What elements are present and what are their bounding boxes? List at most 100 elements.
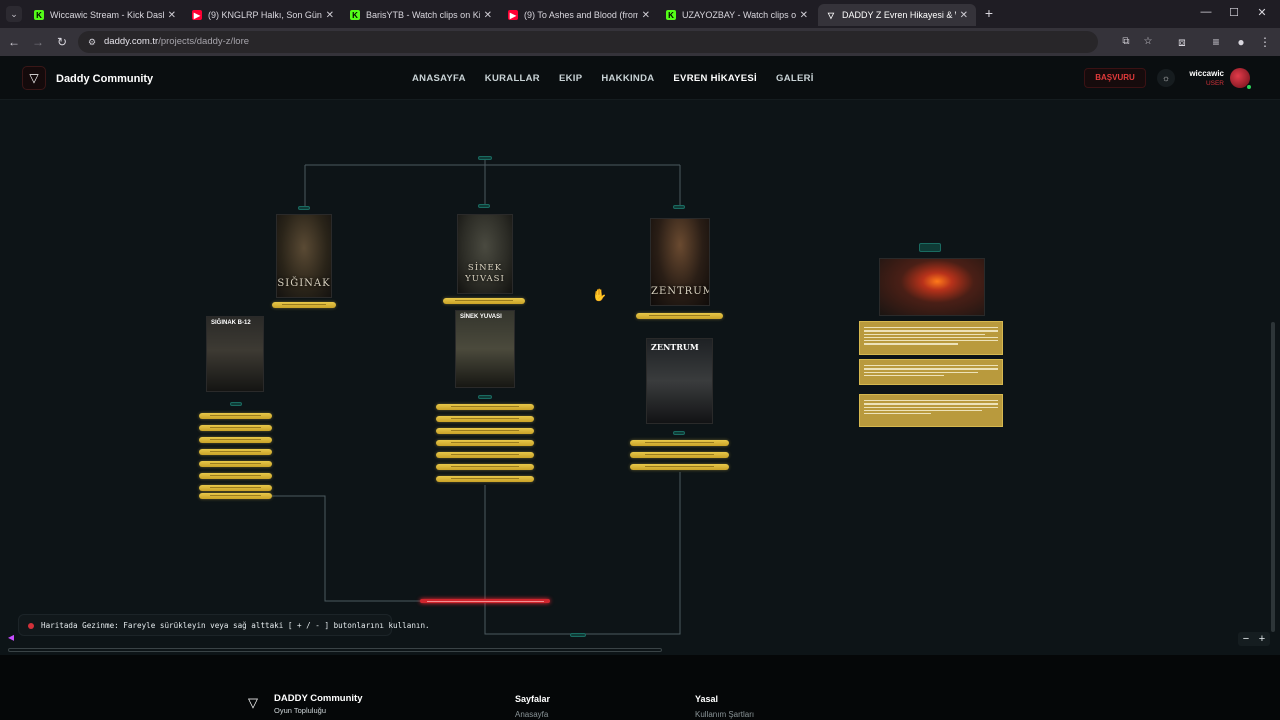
list-item[interactable] bbox=[199, 461, 272, 467]
browser-tab[interactable]: K UZAYOZBAY - Watch clips on Kick ✕ bbox=[658, 4, 816, 26]
lore-text-block[interactable] bbox=[859, 321, 1003, 355]
theme-toggle-sun-icon[interactable]: ☼ bbox=[1157, 69, 1175, 87]
vertical-scrollbar[interactable] bbox=[1271, 322, 1275, 632]
maximize-icon[interactable]: ☐ bbox=[1229, 7, 1239, 19]
browser-tab[interactable]: ▶ (9) To Ashes and Blood (from th... ✕ bbox=[500, 4, 658, 26]
list-item[interactable] bbox=[199, 449, 272, 455]
browser-tab[interactable]: K BarisYTB - Watch clips on Kick ✕ bbox=[342, 4, 500, 26]
node-tag[interactable] bbox=[673, 205, 685, 209]
list-item[interactable] bbox=[436, 416, 534, 422]
back-icon[interactable]: ← bbox=[8, 35, 20, 49]
lore-map-canvas[interactable]: SIĞINAK SİNEK YUVASI ZENTRUM SIĞINAK B-1… bbox=[0, 100, 1280, 655]
list-item[interactable] bbox=[436, 428, 534, 434]
nav-anasayfa[interactable]: ANASAYFA bbox=[412, 73, 466, 84]
node-tag[interactable] bbox=[298, 206, 310, 210]
install-app-icon[interactable]: ⧉ bbox=[1122, 36, 1130, 47]
lore-text-block[interactable] bbox=[859, 359, 1003, 385]
profile-icon[interactable]: ● bbox=[1237, 35, 1245, 49]
footer-link[interactable]: Kullanım Şartları bbox=[695, 710, 755, 719]
node-tag[interactable] bbox=[230, 402, 242, 406]
footer-legal-heading: Yasal bbox=[695, 694, 719, 704]
lore-text-block[interactable] bbox=[859, 394, 1003, 427]
close-window-icon[interactable]: ✕ bbox=[1257, 7, 1267, 19]
kick-icon: K bbox=[666, 10, 676, 20]
chevron-left-icon[interactable]: ◂ bbox=[8, 630, 15, 644]
zoom-controls: − + bbox=[1238, 632, 1270, 646]
close-tab-icon[interactable]: ✕ bbox=[167, 9, 176, 21]
poster-zentrum[interactable]: ZENTRUM bbox=[650, 218, 710, 306]
browser-tab[interactable]: K Wiccawic Stream - Kick Dashboard ✕ bbox=[26, 4, 184, 26]
reload-icon[interactable]: ↻ bbox=[56, 35, 68, 49]
label-bar[interactable] bbox=[443, 298, 525, 304]
label-bar[interactable] bbox=[272, 302, 336, 308]
bookmark-star-icon[interactable]: ☆ bbox=[1143, 36, 1153, 47]
list-item[interactable] bbox=[199, 473, 272, 479]
list-item[interactable] bbox=[199, 493, 272, 499]
event-node-label[interactable] bbox=[919, 243, 941, 252]
forward-icon[interactable]: → bbox=[32, 35, 44, 49]
youtube-icon: ▶ bbox=[192, 10, 202, 20]
list-item[interactable] bbox=[436, 452, 534, 458]
menu-kebab-icon[interactable]: ⋮ bbox=[1259, 35, 1271, 49]
list-item[interactable] bbox=[436, 440, 534, 446]
zoom-out-button[interactable]: − bbox=[1242, 633, 1250, 645]
footer-link[interactable]: Anasayfa bbox=[515, 710, 549, 719]
character-card-zentrum[interactable]: ZENTRUM bbox=[646, 338, 713, 424]
browser-tab-strip: ⌄ K Wiccawic Stream - Kick Dashboard ✕ ▶… bbox=[0, 0, 1280, 28]
tab-title: Wiccawic Stream - Kick Dashboard bbox=[50, 10, 164, 20]
list-item[interactable] bbox=[630, 440, 729, 446]
close-tab-icon[interactable]: ✕ bbox=[959, 9, 968, 21]
label-bar[interactable] bbox=[636, 313, 723, 319]
close-tab-icon[interactable]: ✕ bbox=[641, 9, 650, 21]
list-item[interactable] bbox=[199, 485, 272, 491]
zoom-in-button[interactable]: + bbox=[1258, 633, 1266, 645]
eruption-image[interactable] bbox=[879, 258, 985, 316]
poster-sinek-yuvasi[interactable]: SİNEK YUVASI bbox=[457, 214, 513, 294]
poster-siginak[interactable]: SIĞINAK bbox=[276, 214, 332, 298]
url-path: /projects/daddy-z/lore bbox=[158, 36, 250, 47]
poster-title: ZENTRUM bbox=[651, 286, 710, 297]
node-tag[interactable] bbox=[673, 431, 685, 435]
nav-hakkinda[interactable]: HAKKINDA bbox=[601, 73, 655, 84]
browser-tab-active[interactable]: ▽ DADDY Z Evren Hikayesi & Wh... ✕ bbox=[818, 4, 976, 26]
list-item[interactable] bbox=[199, 437, 272, 443]
list-item[interactable] bbox=[436, 464, 534, 470]
avatar[interactable] bbox=[1230, 68, 1250, 88]
timeline-red-bar[interactable] bbox=[420, 599, 550, 603]
daddy-logo-icon[interactable]: ▽ bbox=[22, 66, 46, 90]
list-item[interactable] bbox=[436, 404, 534, 410]
list-item[interactable] bbox=[436, 476, 534, 482]
list-item[interactable] bbox=[199, 425, 272, 431]
nav-kurallar[interactable]: KURALLAR bbox=[484, 73, 540, 84]
site-brand[interactable]: Daddy Community bbox=[56, 73, 154, 85]
address-bar[interactable]: ⚙ daddy.com.tr/projects/daddy-z/lore ⧉ ☆ bbox=[78, 31, 1152, 53]
extensions-icon[interactable]: ⧈ bbox=[1178, 35, 1186, 49]
close-tab-icon[interactable]: ✕ bbox=[483, 9, 492, 21]
close-tab-icon[interactable]: ✕ bbox=[799, 9, 808, 21]
nav-galeri[interactable]: GALERİ bbox=[776, 73, 814, 84]
nav-evren-hikayesi[interactable]: EVREN HİKAYESİ bbox=[673, 73, 757, 84]
minimize-icon[interactable]: — bbox=[1200, 6, 1212, 18]
online-status-dot bbox=[1246, 84, 1252, 90]
list-item[interactable] bbox=[630, 464, 729, 470]
node-tag[interactable] bbox=[478, 395, 492, 399]
browser-tab[interactable]: ▶ (9) KNGLRP Halkı, Son Günde H... ✕ bbox=[184, 4, 342, 26]
close-tab-icon[interactable]: ✕ bbox=[325, 9, 334, 21]
bottom-node-tag[interactable] bbox=[570, 633, 586, 637]
horizontal-scrollbar[interactable] bbox=[8, 648, 662, 652]
list-item[interactable] bbox=[630, 452, 729, 458]
node-tag[interactable] bbox=[478, 204, 490, 208]
character-card-siginak[interactable]: SIĞINAK B-12 bbox=[206, 316, 264, 392]
site-info-icon[interactable]: ⚙ bbox=[87, 37, 97, 47]
new-tab-icon[interactable]: + bbox=[984, 5, 994, 21]
apply-button[interactable]: BAŞVURU bbox=[1084, 68, 1146, 88]
nav-ekip[interactable]: EKIP bbox=[558, 73, 583, 84]
site-header: ▽ Daddy Community ANASAYFA KURALLAR EKIP… bbox=[0, 56, 1280, 100]
list-item[interactable] bbox=[199, 413, 272, 419]
footer-logo-icon: ▽ bbox=[248, 695, 258, 710]
character-card-sinek-yuvasi[interactable]: SİNEK YUVASI bbox=[455, 310, 515, 388]
media-controls-icon[interactable]: ≡ bbox=[1212, 35, 1220, 49]
user-name[interactable]: wiccawic bbox=[1189, 69, 1224, 78]
tab-search-icon[interactable]: ⌄ bbox=[6, 6, 22, 22]
root-node-tag[interactable] bbox=[478, 156, 492, 160]
